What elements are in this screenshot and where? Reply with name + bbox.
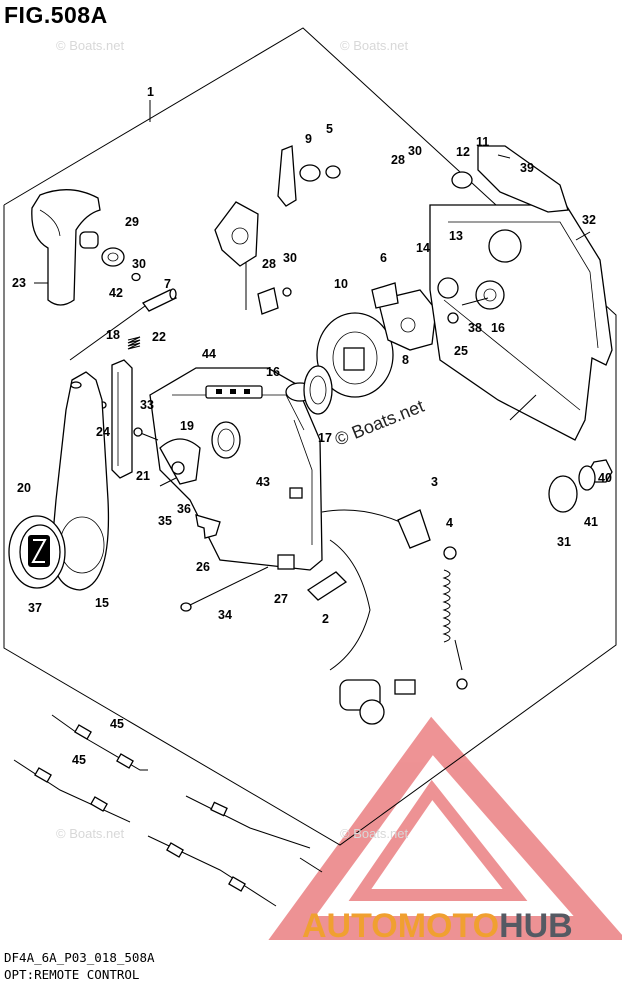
part-callout: 40: [598, 471, 612, 485]
wire-harness: [321, 509, 431, 725]
part-callout: 15: [95, 596, 109, 610]
part-callout: 30: [283, 251, 297, 265]
neutral-switch-lever: [277, 145, 297, 207]
part-callout: 29: [125, 215, 139, 229]
suzuki-emblem-cap: [8, 515, 66, 589]
part-callout: 19: [180, 419, 194, 433]
part-callout: 39: [520, 161, 534, 175]
part-callout: 17: [318, 431, 332, 445]
washer-ring: [303, 365, 333, 415]
part-callout: 8: [402, 353, 409, 367]
part-callout: 3: [431, 475, 438, 489]
throttle-cam-plate: [316, 312, 394, 398]
lever-bracket: [111, 359, 133, 479]
part-callout: 34: [218, 608, 232, 622]
part-callout: 10: [334, 277, 348, 291]
friction-plate: [377, 289, 437, 351]
figure-code: DF4A_6A_P03_018_508A: [4, 950, 155, 965]
part-callout: 33: [140, 398, 154, 412]
cable-clip: [277, 554, 295, 570]
rear-housing: [429, 204, 613, 441]
small-bracket: [195, 514, 221, 539]
part-callout: 16: [266, 365, 280, 379]
part-callout: 21: [136, 469, 150, 483]
part-callout: 13: [449, 229, 463, 243]
part-callout: 37: [28, 601, 42, 615]
cable-plate: [306, 571, 348, 601]
part-callout: 35: [158, 514, 172, 528]
part-callout: 14: [416, 241, 430, 255]
control-handle-grip: [31, 189, 101, 306]
watermark: © Boats.net: [56, 38, 125, 53]
part-callout: 28: [262, 257, 276, 271]
part-callout: 31: [557, 535, 571, 549]
part-callout: 30: [132, 257, 146, 271]
part-cap: [79, 231, 99, 249]
assembly-frame: [3, 27, 617, 846]
part-callout: 16: [491, 321, 505, 335]
figure-caption: OPT:REMOTE CONTROL: [4, 967, 140, 982]
part-callout: 7: [164, 277, 171, 291]
remote-control-cables: [13, 714, 323, 907]
brand-wordmark: AUTOMOTOHUB: [302, 907, 573, 945]
c-clip: [131, 272, 141, 282]
part-callout: 41: [584, 515, 598, 529]
long-bolt: [180, 566, 269, 612]
part-callout: 12: [456, 145, 470, 159]
shift-gear-plate: [159, 438, 201, 485]
part-callout: 25: [454, 344, 468, 358]
part-callout: 36: [177, 502, 191, 516]
part-callout: 18: [106, 328, 120, 342]
remote-control-housing: [149, 367, 323, 571]
watermark: © Boats.net: [340, 826, 409, 841]
washer: [101, 247, 125, 267]
brand-triangle-logo: [268, 716, 622, 940]
part-callout: 23: [12, 276, 26, 290]
part-callout: 5: [326, 122, 333, 136]
detent-spring: [127, 336, 141, 350]
part-callout: 4: [446, 516, 453, 530]
shaft-pin: [142, 288, 177, 312]
part-callout: 6: [380, 251, 387, 265]
part-callout: 22: [152, 330, 166, 344]
part-callout: 45: [110, 717, 124, 731]
part-callout: 9: [305, 132, 312, 146]
part-callout: 2: [322, 612, 329, 626]
part-callout: 32: [582, 213, 596, 227]
part-callout: 43: [256, 475, 270, 489]
part-callout: 30: [408, 144, 422, 158]
part-callout: 45: [72, 753, 86, 767]
part-callout: 42: [109, 286, 123, 300]
figure-title: FIG.508A: [4, 2, 108, 28]
part-callout: 44: [202, 347, 216, 361]
part-callout: 27: [274, 592, 288, 606]
part-callout: 1: [147, 85, 154, 99]
watermark-large: © Boats.net: [332, 396, 427, 450]
watermark: © Boats.net: [56, 826, 125, 841]
part-callout: 26: [196, 560, 210, 574]
watermark: © Boats.net: [340, 38, 409, 53]
part-callout: 38: [468, 321, 482, 335]
part-callout: 24: [96, 425, 110, 439]
part-callout: 20: [17, 481, 31, 495]
part-callout: 28: [391, 153, 405, 167]
lanyard-coil: [442, 546, 468, 690]
cam-bracket: [214, 201, 259, 267]
part-callout: 11: [476, 135, 489, 149]
